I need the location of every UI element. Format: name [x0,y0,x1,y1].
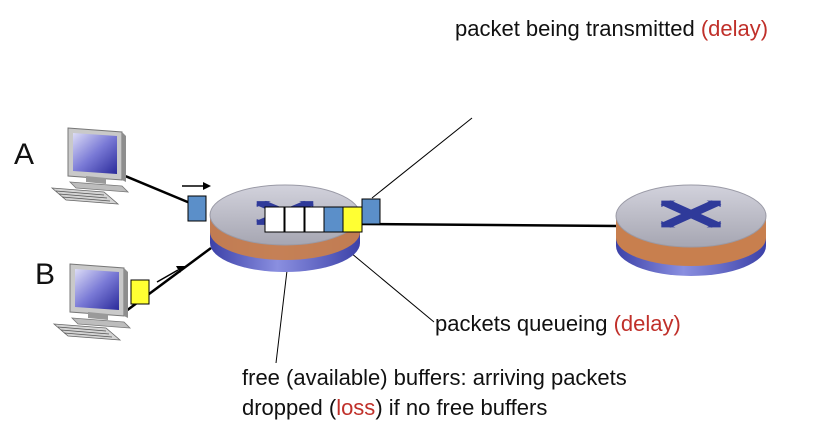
annotation-buffers-loss: loss [336,395,376,420]
buffer-packet-yellow [342,206,363,233]
packet-from-b [130,279,150,305]
link-a-router [117,171,191,205]
annotation-buffers-line2-prefix: dropped ( [242,395,337,420]
callout-queue [344,247,435,323]
link-router-router [359,222,619,228]
callout-transmit [371,117,473,199]
buffer-packet-blue [323,206,344,233]
host-label-a: A [14,138,35,171]
arrow-icon [156,266,185,283]
router-icon [615,184,767,276]
buffer-free [304,206,325,233]
annotation-buffers-line1: free (available) buffers: arriving packe… [242,365,627,390]
computer-icon [52,263,132,341]
annotation-queue-delay: (delay) [613,311,681,336]
annotation-transmit-delay: (delay) [700,16,769,41]
annotation-buffers-line2-suffix: ) if no free buffers [375,395,548,420]
computer-icon [50,127,130,205]
arrow-icon [182,182,211,190]
host-label-b: B [35,258,56,291]
annotation-transmit-text: packet being transmitted [455,16,701,41]
annotation-transmit: packet being transmitted (delay) [455,16,768,42]
buffer-free [284,206,305,233]
annotation-buffers: free (available) buffers: arriving packe… [242,363,627,423]
annotation-queue-text: packets queueing [435,311,614,336]
packet-from-a [187,195,207,222]
packet-transmitting [361,198,381,225]
annotation-buffers-line2: dropped (loss) if no free buffers [242,393,627,423]
buffer-free [264,206,285,233]
buffer-queue [264,206,363,233]
annotation-queue: packets queueing (delay) [435,311,681,337]
